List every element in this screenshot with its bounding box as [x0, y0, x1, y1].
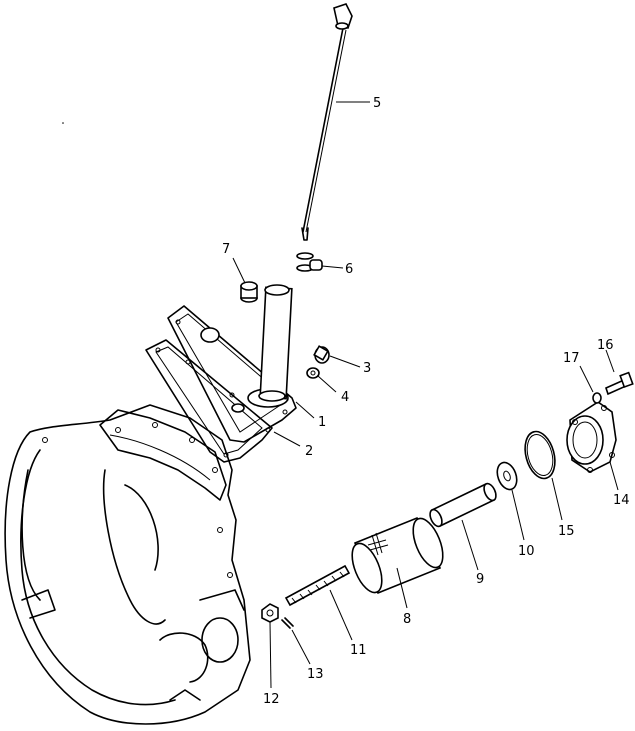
breather-plug [240, 281, 258, 303]
callout-16: 16 [597, 338, 614, 353]
callout-17: 17 [563, 351, 580, 366]
housing [4, 404, 251, 725]
dipstick [301, 3, 353, 241]
stud [284, 564, 351, 607]
dipstick-seals [296, 252, 323, 272]
callout-labels: 1 2 3 4 5 6 7 8 9 10 11 12 13 14 15 16 1… [222, 96, 630, 707]
bolt [313, 345, 330, 364]
washer [306, 367, 320, 379]
callout-7: 7 [222, 242, 230, 257]
leader-lines [232, 101, 619, 689]
filter-cover [566, 401, 617, 473]
callout-13: 13 [307, 667, 324, 682]
callout-9: 9 [476, 572, 484, 587]
filter-element [351, 516, 444, 595]
callout-3: 3 [363, 361, 371, 376]
callout-4: 4 [341, 390, 349, 405]
callout-15: 15 [558, 524, 575, 539]
callout-6: 6 [345, 262, 353, 277]
callout-10: 10 [518, 544, 535, 559]
pipe [429, 482, 497, 528]
o-ring [524, 430, 556, 480]
callout-8: 8 [403, 612, 411, 627]
flat-washer [496, 461, 518, 491]
nut [261, 603, 279, 623]
cover-plate [167, 284, 297, 443]
callout-2: 2 [305, 444, 313, 459]
lock-washer [592, 392, 602, 404]
callout-11: 11 [350, 643, 367, 658]
stud-washer [281, 617, 294, 629]
callout-14: 14 [613, 493, 630, 508]
callout-5: 5 [373, 96, 381, 111]
callout-12: 12 [263, 692, 280, 707]
callout-1: 1 [318, 415, 326, 430]
cover-bolt [605, 371, 634, 396]
